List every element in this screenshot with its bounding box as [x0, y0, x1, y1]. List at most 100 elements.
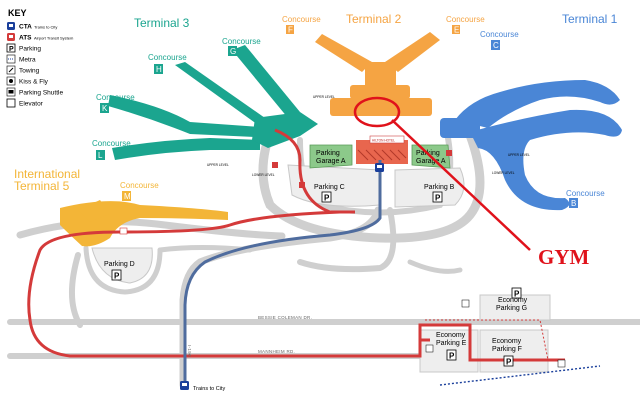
svg-text:P: P	[114, 272, 120, 281]
concourse-f	[315, 34, 372, 72]
terminal-3-building	[252, 112, 318, 148]
terminal-1-building	[440, 118, 480, 138]
concourse-m-label: Concourse	[120, 181, 159, 190]
concourse-k-letter: K	[102, 104, 108, 113]
concourse-e-label: Concourse	[446, 15, 485, 24]
concourse-m-letter: M	[124, 192, 131, 201]
gym-location-circle	[353, 96, 401, 128]
concourse-h	[175, 62, 275, 130]
svg-text:P: P	[449, 352, 455, 361]
lot-d-area	[91, 247, 153, 284]
concourse-labels: Concourse F Concourse E Concourse C Conc…	[92, 15, 605, 208]
key-kiss-fly-label: Kiss & Fly	[19, 79, 49, 86]
t3-upper-level-label: UPPER LEVEL	[207, 163, 229, 167]
concourse-c-letter: C	[493, 41, 499, 50]
metra-line	[439, 365, 601, 386]
concourse-l-letter: L	[98, 151, 103, 160]
concourse-h-letter: H	[156, 65, 162, 74]
key-shuttle-label: Parking Shuttle	[19, 90, 63, 97]
terminal-2-roof	[350, 85, 410, 99]
trains-to-city-label: Trains to City	[193, 386, 225, 392]
concourse-c-label: Concourse	[480, 30, 519, 39]
parking-icon: P	[446, 349, 457, 361]
east-connector-road	[297, 207, 397, 273]
t3-lower-level-label: LOWER LEVEL	[252, 173, 275, 177]
lot-b-label: Parking B	[424, 184, 455, 191]
parking-icon: P	[6, 43, 16, 53]
airport-spine-road	[16, 218, 286, 240]
lot-e-label-2: Parking E	[436, 340, 467, 347]
concourse-f-letter: F	[288, 26, 293, 35]
lot-f-label-2: Parking F	[492, 346, 522, 353]
parking-icon: P	[432, 191, 443, 203]
terminal-5-pier	[78, 200, 110, 222]
cta-icon	[7, 22, 15, 30]
concourse-c	[455, 80, 620, 128]
key-towing-label: Towing	[19, 68, 40, 75]
terminal-3-label: Terminal 3	[134, 16, 190, 30]
t2-upper-level-label: UPPER LEVEL	[313, 95, 335, 99]
terminal-2	[315, 32, 440, 116]
parking-icon: P	[503, 355, 514, 367]
key-metra-label: Metra	[19, 57, 36, 64]
garage-a-east-label-2: Garage A	[416, 158, 446, 165]
concourse-g-label: Concourse	[222, 37, 261, 46]
cta-line	[183, 160, 382, 383]
parking-symbols: P P P P P P	[111, 191, 522, 367]
svg-text:P: P	[506, 358, 512, 367]
key-ats-sub: Airport Transit System	[34, 36, 74, 41]
parking-icon: P	[111, 269, 122, 281]
west-loop-road	[68, 252, 83, 328]
shuttle-icon	[6, 87, 16, 97]
parking-lots	[91, 135, 551, 373]
concourse-b	[470, 109, 622, 211]
terminal-3	[108, 45, 318, 160]
concourse-g	[232, 45, 300, 118]
parking-icon: P	[321, 191, 332, 203]
lot-e-label-1: Economy	[436, 332, 466, 339]
svg-text:P: P	[435, 194, 441, 203]
parking-icon: P	[511, 287, 522, 299]
key-parking-label: Parking	[19, 46, 41, 53]
key-cta-sub: Trains to City	[34, 25, 57, 30]
terminal-2-label: Terminal 2	[346, 12, 402, 26]
t1-upper-level-label: UPPER LEVEL	[508, 153, 530, 157]
lot-f-area	[479, 329, 549, 373]
bessie-coleman-label: BESSIE COLEMAN DR.	[258, 315, 312, 320]
concourse-l	[112, 138, 260, 160]
lot-g-label-1: Economy	[498, 297, 528, 304]
map-key: KEY CTA Trains to City ATS Airport Trans…	[6, 8, 74, 108]
concourse-f-label: Concourse	[282, 15, 321, 24]
concourse-e-letter: E	[454, 26, 459, 35]
lot-c-label: Parking C	[314, 184, 345, 191]
t1-lower-level-label: LOWER LEVEL	[492, 171, 515, 175]
svg-text:P: P	[9, 46, 14, 53]
lot-g-label-2: Parking G	[496, 305, 527, 312]
concourse-b-letter: B	[571, 199, 576, 208]
station-markers	[119, 150, 566, 390]
ats-line	[27, 128, 565, 362]
terminal-5-label-line2: Terminal 5	[14, 179, 70, 193]
hotel-hatch	[357, 149, 407, 161]
terminal-1	[440, 80, 622, 211]
lot-g-area	[479, 294, 551, 321]
kiss-fly-icon	[6, 76, 16, 86]
terminal-5	[60, 200, 228, 247]
concourse-l-label: Concourse	[92, 139, 131, 148]
ats-icon	[7, 33, 15, 41]
lot-d-label: Parking D	[104, 261, 135, 268]
concourse-h-label: Concourse	[148, 53, 187, 62]
key-cta-label: CTA	[19, 24, 32, 31]
outer-loop-road	[258, 123, 485, 243]
i190-label: I-190	[187, 345, 192, 357]
lot-d-loop-road	[83, 245, 163, 295]
svg-text:P: P	[514, 290, 520, 299]
hotel-label: HILTON HOTEL	[372, 139, 395, 143]
concourse-e	[385, 32, 440, 72]
key-ats-label: ATS	[19, 35, 32, 42]
terminal-5-label-line1: International	[14, 167, 80, 181]
lot-b-area	[394, 167, 465, 208]
key-title: KEY	[8, 8, 27, 18]
